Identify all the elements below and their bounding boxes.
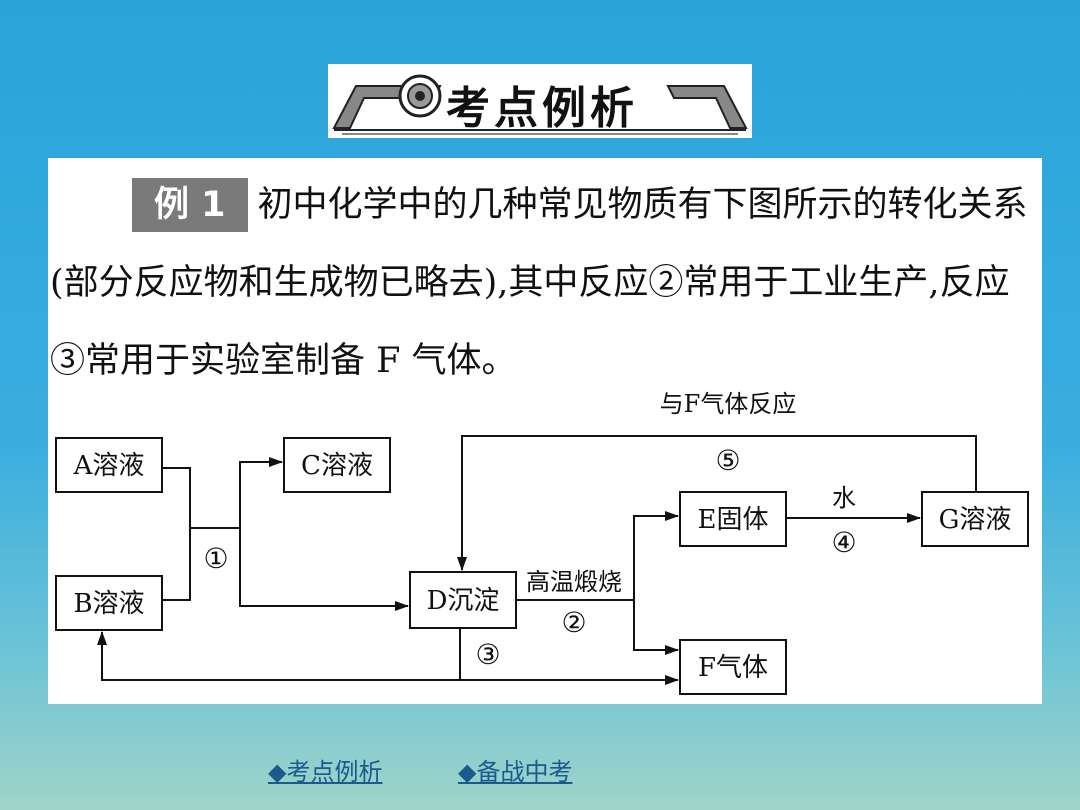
reaction-5-label: ⑤	[715, 444, 740, 477]
example-text: 初中化学中的几种常见物质有下图所示的转化关系(部分反应物和生成物已略去),其中反…	[50, 185, 1028, 381]
nav-link-analysis[interactable]: ◆考点例析	[268, 758, 383, 786]
box-e: E固体	[679, 491, 787, 547]
box-c: C溶液	[283, 437, 391, 493]
box-e-label: E固体	[698, 505, 769, 535]
box-a-label: A溶液	[73, 451, 145, 481]
reaction-4-label: ④	[831, 526, 856, 559]
box-g-label: G溶液	[939, 505, 1012, 535]
box-d: D沉淀	[409, 571, 517, 629]
box-f: F气体	[679, 639, 787, 695]
box-c-label: C溶液	[301, 451, 373, 481]
example-badge: 例 1	[132, 178, 248, 232]
box-a: A溶液	[55, 437, 163, 493]
reaction-4-condition: 水	[832, 484, 856, 512]
reaction-2-connector	[516, 511, 679, 655]
reaction-2-label: ②	[561, 606, 586, 639]
reaction-1-connector	[162, 457, 409, 611]
nav-link-exam-prep[interactable]: ◆备战中考	[458, 758, 573, 786]
reaction-3-label: ③	[475, 638, 500, 671]
banner-decoration	[332, 74, 748, 135]
reaction-3-connector	[97, 628, 679, 685]
reaction-2-condition: 高温煅烧	[526, 568, 622, 596]
reaction-diagram: A溶液 B溶液 C溶液 D沉淀 E固体 F气体 G溶液	[55, 390, 1029, 695]
box-b: B溶液	[55, 575, 163, 631]
box-f-label: F气体	[698, 653, 768, 683]
banner-title: 考点例析	[446, 83, 638, 134]
target-icon	[398, 74, 442, 118]
reaction-5-arrow	[457, 435, 977, 571]
section-banner: 考点例析	[328, 64, 752, 138]
box-g: G溶液	[921, 491, 1029, 547]
reaction-5-condition: 与F气体反应	[660, 390, 797, 418]
box-b-label: B溶液	[73, 589, 144, 619]
box-d-label: D沉淀	[427, 586, 500, 616]
reaction-1-label: ①	[203, 542, 228, 575]
